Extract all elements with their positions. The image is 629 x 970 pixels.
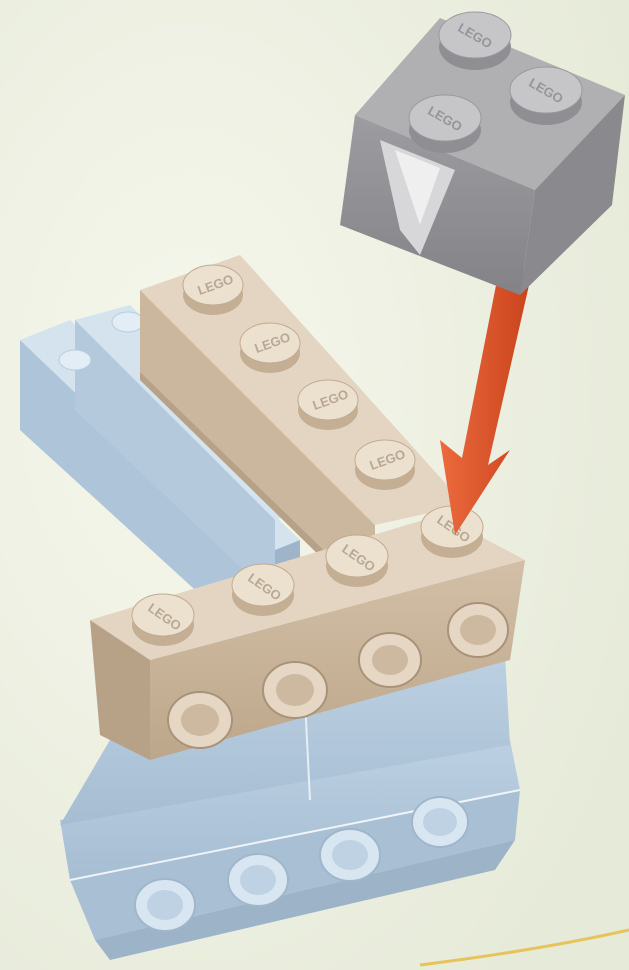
build-illustration: LEGO LEGO LEGO LEGO LEGO LEGO [0, 0, 629, 970]
instruction-step-canvas: LEGO LEGO LEGO LEGO LEGO LEGO [0, 0, 629, 970]
